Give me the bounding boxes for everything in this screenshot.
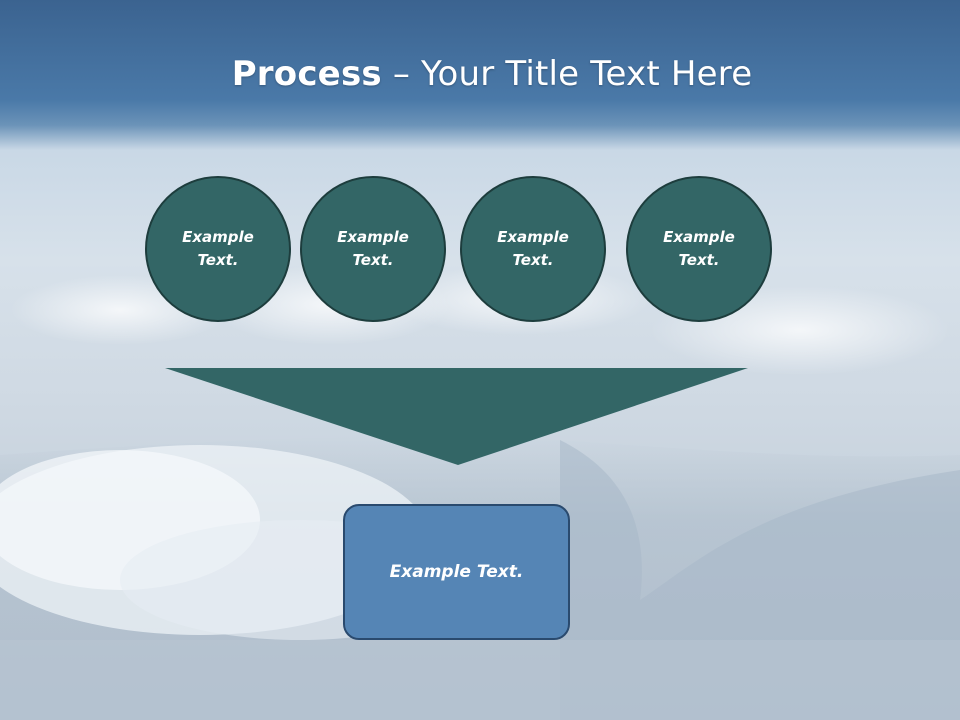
process-step-circle-3[interactable]: Example Text. bbox=[460, 176, 606, 322]
process-step-circle-2[interactable]: Example Text. bbox=[300, 176, 446, 322]
result-box[interactable]: Example Text. bbox=[343, 504, 570, 640]
title-bold: Process bbox=[231, 54, 382, 94]
process-step-label: Example Text. bbox=[663, 228, 735, 269]
title-rest: – Your Title Text Here bbox=[381, 54, 753, 94]
process-step-circle-1[interactable]: Example Text. bbox=[145, 176, 291, 322]
process-step-label: Example Text. bbox=[182, 228, 254, 269]
slide-title: Process – Your Title Text Here bbox=[0, 52, 960, 96]
process-step-label: Example Text. bbox=[497, 228, 569, 269]
result-label: Example Text. bbox=[389, 562, 524, 582]
funnel-triangle bbox=[165, 368, 748, 465]
process-step-circle-4[interactable]: Example Text. bbox=[626, 176, 772, 322]
process-step-label: Example Text. bbox=[337, 228, 409, 269]
